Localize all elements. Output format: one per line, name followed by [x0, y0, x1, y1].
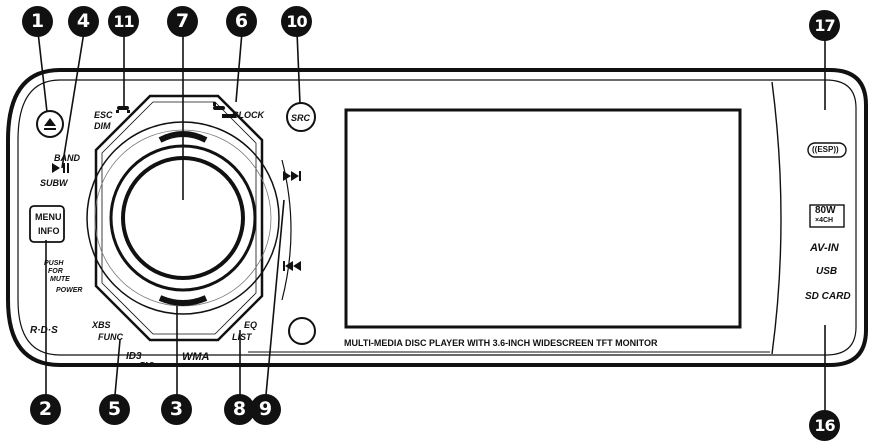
monitor-caption: MULTI-MEDIA DISC PLAYER WITH 3.6-INCH WI… — [344, 338, 658, 348]
tag-logo: TAG — [140, 362, 155, 369]
esp-badge — [807, 142, 847, 158]
info-label: INFO — [38, 226, 60, 236]
channels-label: ×4CH — [815, 217, 834, 224]
avin-label: AV-IN — [810, 242, 839, 254]
menu-label: MENU — [35, 212, 62, 222]
esp-label: ((ESP)) — [812, 145, 839, 154]
phone-hangup-icon[interactable] — [213, 102, 236, 118]
mute-label: MUTE — [50, 276, 70, 283]
eject-icon — [44, 118, 56, 130]
esc-label: ESC — [94, 110, 113, 120]
clock-label: CLOCK — [232, 110, 264, 120]
ir-sensor — [288, 317, 316, 345]
for-label: FOR — [48, 268, 63, 275]
prev-track-icon[interactable] — [283, 261, 301, 271]
watts-label: 80W — [815, 205, 836, 216]
callout-8: 8 — [224, 394, 255, 425]
src-button-ring[interactable] — [286, 102, 316, 132]
wma-logo: WMA — [182, 351, 210, 363]
callout-17: 17 — [809, 10, 840, 41]
control-frame-inner — [101, 101, 257, 335]
usb-label: USB — [816, 266, 838, 277]
knob-grip-bottom — [158, 295, 208, 306]
eq-label: EQ — [244, 320, 258, 330]
callout-11: 11 — [108, 6, 139, 37]
callout-6: 6 — [226, 6, 257, 37]
next-track-icon[interactable] — [283, 171, 301, 181]
panel-divider — [771, 81, 782, 355]
subw-label: SUBW — [40, 178, 68, 188]
band-label: BAND — [54, 153, 80, 163]
callout-7: 7 — [167, 6, 198, 37]
callout-1: 1 — [22, 6, 53, 37]
callout-5: 5 — [99, 394, 130, 425]
callout-leaders — [37, 31, 826, 412]
play-pause-icon[interactable] — [52, 163, 69, 173]
callout-10: 10 — [281, 6, 312, 37]
id3-logo: ID3 — [126, 351, 142, 362]
sdcard-label: SD CARD — [805, 291, 851, 302]
src-label[interactable]: SRC — [291, 113, 311, 123]
callout-4: 4 — [68, 6, 99, 37]
callout-3: 3 — [161, 394, 192, 425]
phone-answer-icon[interactable] — [116, 106, 130, 113]
callout-16: 16 — [809, 410, 840, 441]
list-label: LIST — [232, 332, 252, 342]
func-label: FUNC — [98, 332, 123, 342]
dim-label: DIM — [94, 121, 111, 131]
tft-monitor — [344, 108, 742, 329]
power-label: POWER — [56, 287, 83, 294]
xbs-label: XBS — [92, 320, 111, 330]
rds-logo: R·D·S — [30, 325, 58, 336]
callout-2: 2 — [30, 394, 61, 425]
callout-9: 9 — [250, 394, 281, 425]
push-label: PUSH — [44, 260, 64, 267]
chassis-inner-line — [17, 79, 857, 356]
control-frame — [94, 94, 264, 342]
menu-info-key[interactable] — [29, 205, 65, 243]
power-badge — [809, 204, 845, 228]
